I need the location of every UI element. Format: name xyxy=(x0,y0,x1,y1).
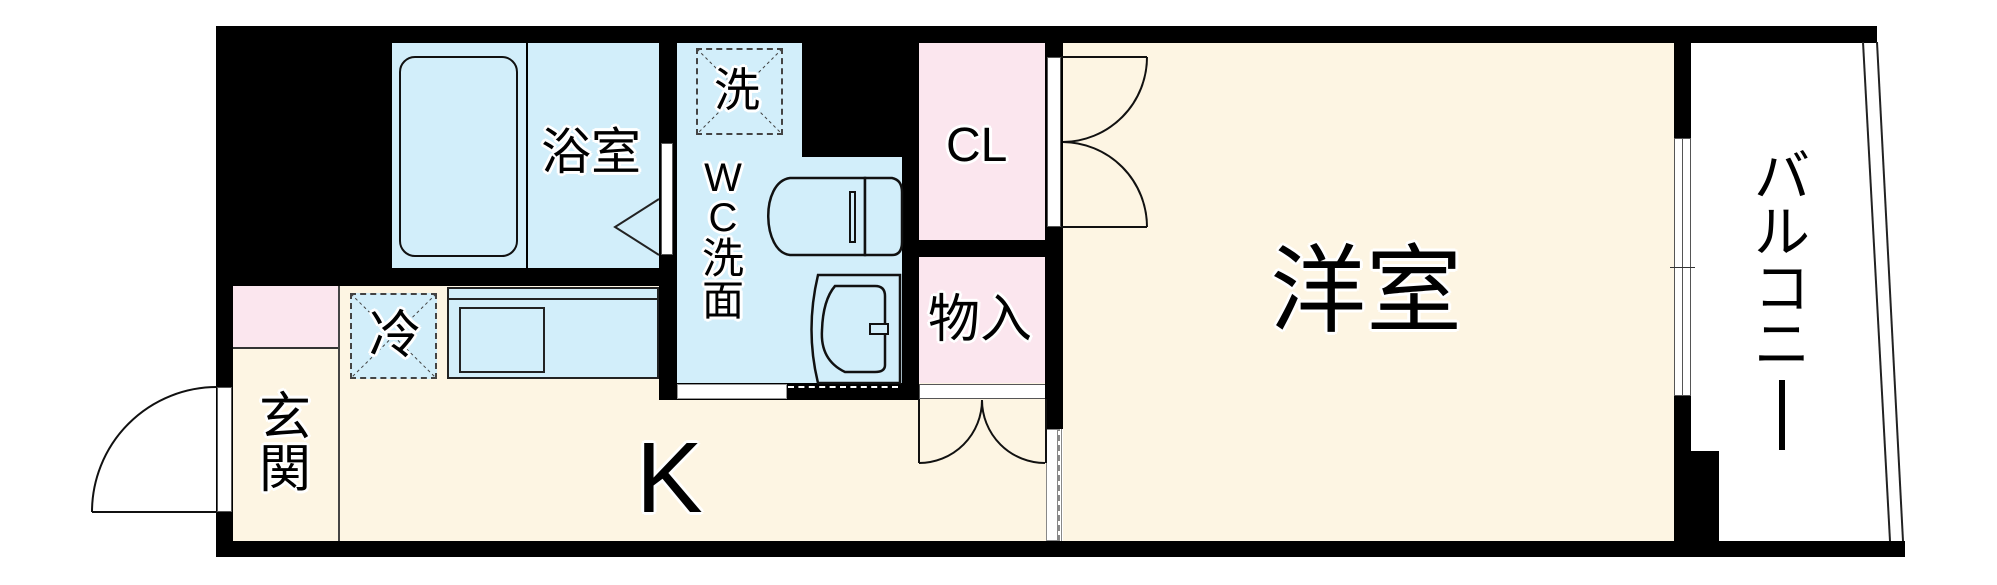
balcony-railing-inner xyxy=(1862,41,1891,542)
toilet-bowl xyxy=(767,176,867,257)
fridge-cross-2 xyxy=(350,293,437,379)
fridge-label: 冷 xyxy=(369,306,422,366)
closet-door[interactable] xyxy=(1047,57,1061,227)
wc-door-2[interactable] xyxy=(677,384,787,399)
bottom-wall xyxy=(216,541,1905,557)
wc-char-w: W xyxy=(704,156,742,200)
bath-room xyxy=(392,43,659,268)
western-room-label: 洋室 xyxy=(1270,235,1462,347)
balcony-char-3: コ xyxy=(1754,257,1810,322)
entrance-char-2: 関 xyxy=(259,440,312,500)
closet-door-swing-1 xyxy=(1062,56,1148,143)
closet xyxy=(919,43,1045,240)
western-room xyxy=(1063,43,1674,541)
bath-door[interactable] xyxy=(661,143,673,255)
kitchen-counter xyxy=(447,287,659,379)
bath-divider xyxy=(526,43,528,268)
washbasin xyxy=(820,284,887,374)
bath-door-swing xyxy=(613,198,660,256)
bath-label: 浴室 xyxy=(541,123,641,181)
shoe-cabinet xyxy=(233,286,339,349)
balcony-label: バ ル コ ニ xyxy=(1752,150,1812,450)
closet-storage-wall xyxy=(919,240,1046,257)
wc-sliding-track-2 xyxy=(788,386,898,388)
wc-char-c: C xyxy=(708,196,738,240)
sliding-door-track xyxy=(1058,325,1062,541)
entrance-door[interactable] xyxy=(217,387,232,512)
wc-washroom-label: W C 洗 面 xyxy=(700,158,746,322)
window-center-tick xyxy=(1670,267,1695,268)
entrance-char-1: 玄 xyxy=(259,388,312,448)
balcony-bottom-wall xyxy=(1691,541,1905,557)
room-sliding-door[interactable] xyxy=(1046,429,1058,541)
balcony-char-1: バ xyxy=(1754,145,1810,210)
bathtub xyxy=(399,56,518,257)
kitchen-label: K xyxy=(636,422,703,534)
storage-door-swing-2 xyxy=(981,399,1046,464)
entrance-door-swing xyxy=(91,386,218,513)
balcony-railing-outer xyxy=(1876,41,1904,542)
wc-char-wash: 洗 xyxy=(701,234,744,283)
closet-label: CL xyxy=(946,119,1008,172)
storage-label: 物入 xyxy=(928,290,1033,350)
storage-lower-fill xyxy=(919,286,1046,383)
wc-left-wall-lower xyxy=(659,286,677,400)
storage-door-swing-1 xyxy=(918,399,983,464)
toilet-seat-hinge xyxy=(849,191,856,243)
bath-bottom-wall xyxy=(216,268,676,286)
wc-char-face: 面 xyxy=(701,276,744,325)
balcony-char-4: ニ xyxy=(1754,313,1810,378)
counter-line xyxy=(447,298,659,300)
entrance-divider xyxy=(338,286,340,541)
wc-right-wall-lower xyxy=(902,286,919,400)
closet-door-swing-2 xyxy=(1062,141,1148,228)
toilet-tank xyxy=(863,176,904,257)
washer-space xyxy=(696,48,783,135)
outer-wall-block xyxy=(216,26,392,286)
closet-room-wall-lower xyxy=(1045,286,1063,429)
balcony-char-5 xyxy=(1779,380,1785,450)
washer-label: 洗 xyxy=(714,63,760,117)
fridge-cross-1 xyxy=(350,293,437,379)
faucet xyxy=(869,323,889,335)
wc-top-block xyxy=(802,26,902,157)
balcony-top-wall xyxy=(1691,26,1877,42)
kitchen-sink xyxy=(459,307,545,373)
washer-cross-2 xyxy=(696,48,783,135)
balcony-char-2: ル xyxy=(1754,201,1810,266)
balcony-corner-block xyxy=(1674,451,1719,557)
entrance-label: 玄 関 xyxy=(259,392,311,496)
